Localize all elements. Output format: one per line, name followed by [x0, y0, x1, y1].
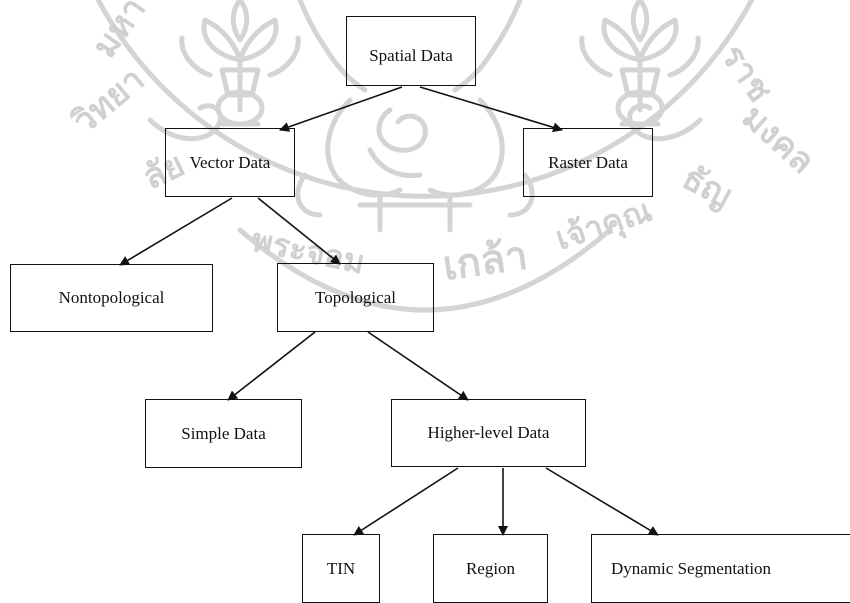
edge-topo-to-higher	[367, 331, 469, 401]
node-label: Vector Data	[189, 152, 271, 172]
node-label: TIN	[326, 558, 356, 578]
swirl-left-icon	[147, 103, 223, 142]
node-label: Raster Data	[548, 152, 628, 172]
node-topological: Topological	[277, 263, 434, 332]
ornament-right-icon	[579, 0, 701, 127]
node-nontopological: Nontopological	[10, 264, 213, 332]
edge-vector-to-nontopo	[119, 197, 233, 266]
node-spatial-data: Spatial Data	[346, 16, 476, 86]
node-raster-data: Raster Data	[523, 128, 653, 197]
ornament-left-icon	[179, 0, 301, 127]
seal-inner-ring	[237, 227, 613, 313]
edge-topo-to-simple	[227, 331, 316, 401]
node-label: Topological	[315, 287, 396, 307]
edge-spatial-to-raster	[419, 86, 563, 133]
crown-emblem-icon	[295, 0, 535, 233]
node-vector-data: Vector Data	[165, 128, 295, 197]
edge-spatial-to-vector	[279, 86, 403, 132]
node-simple-data: Simple Data	[145, 399, 302, 468]
node-region: Region	[433, 534, 548, 603]
node-label: Spatial Data	[369, 46, 453, 65]
node-label: Region	[465, 558, 516, 578]
node-tin: TIN	[302, 534, 380, 603]
node-label: Higher-level Data	[427, 423, 550, 442]
seal-outer-ring	[95, 0, 755, 199]
node-dynamic-segmentation: Dynamic Segmentation	[591, 534, 850, 603]
node-label: Simple Data	[181, 423, 266, 443]
edge-higher-to-tin	[353, 467, 459, 536]
node-higher-level-data: Higher-level Data	[391, 399, 586, 467]
swirl-right-icon	[627, 103, 703, 142]
node-label: Nontopological	[58, 288, 165, 307]
node-label: Dynamic Segmentation	[611, 558, 772, 578]
edge-vector-to-topo	[257, 197, 341, 265]
edge-higher-to-dynseg	[545, 467, 659, 536]
